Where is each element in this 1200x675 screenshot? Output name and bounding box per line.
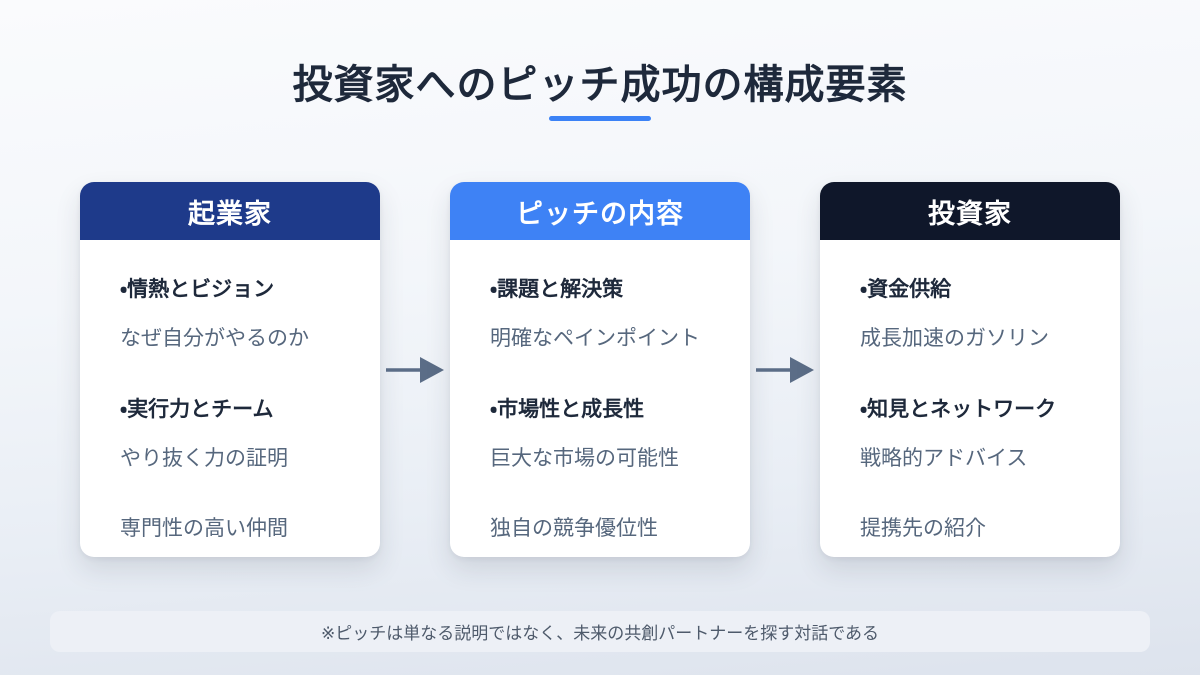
title-underline (549, 116, 651, 121)
card-entrepreneur: 起業家 ・情熱とビジョン なぜ自分がやるのか ・実行力とチーム やり抜く力の証明… (80, 182, 380, 557)
card-pitch-content-header: ピッチの内容 (450, 182, 750, 240)
item-desc: なぜ自分がやるのか (120, 327, 309, 350)
card-investor: 投資家 ・資金供給 成長加速のガソリン ・知見とネットワーク 戦略的アドバイス … (820, 182, 1120, 557)
card-pitch-content: ピッチの内容 ・課題と解決策 明確なペインポイント ・市場性と成長性 巨大な市場… (450, 182, 750, 557)
item-title: ・市場性と成長性 (490, 398, 645, 421)
item-desc: 専門性の高い仲間 (120, 517, 288, 540)
page-title: 投資家へのピッチ成功の構成要素 (292, 63, 908, 107)
footer-note: ※ピッチは単なる説明ではなく、未来の共創パートナーを探す対話である (50, 611, 1150, 652)
item-desc: やり抜く力の証明 (120, 447, 288, 470)
card-entrepreneur-header: 起業家 (80, 182, 380, 240)
item-desc: 成長加速のガソリン (860, 327, 1049, 350)
card-entrepreneur-body: ・情熱とビジョン なぜ自分がやるのか ・実行力とチーム やり抜く力の証明 専門性… (80, 276, 380, 543)
item-title: ・情熱とビジョン (120, 278, 275, 301)
item-desc: 巨大な市場の可能性 (490, 447, 679, 470)
arrow-right-icon (386, 357, 444, 383)
item-title: ・実行力とチーム (120, 398, 274, 421)
arrow-right-icon (756, 357, 814, 383)
item-desc: 明確なペインポイント (490, 327, 700, 350)
item-desc: 提携先の紹介 (860, 517, 986, 540)
card-pitch-content-body: ・課題と解決策 明確なペインポイント ・市場性と成長性 巨大な市場の可能性 独自… (450, 276, 750, 543)
card-investor-body: ・資金供給 成長加速のガソリン ・知見とネットワーク 戦略的アドバイス 提携先の… (820, 276, 1120, 543)
item-desc: 戦略的アドバイス (860, 447, 1028, 470)
item-title: ・課題と解決策 (490, 278, 624, 301)
item-desc: 独自の競争優位性 (490, 517, 658, 540)
item-title: ・知見とネットワーク (860, 398, 1057, 421)
item-title: ・資金供給 (860, 278, 952, 301)
card-investor-header: 投資家 (820, 182, 1120, 240)
